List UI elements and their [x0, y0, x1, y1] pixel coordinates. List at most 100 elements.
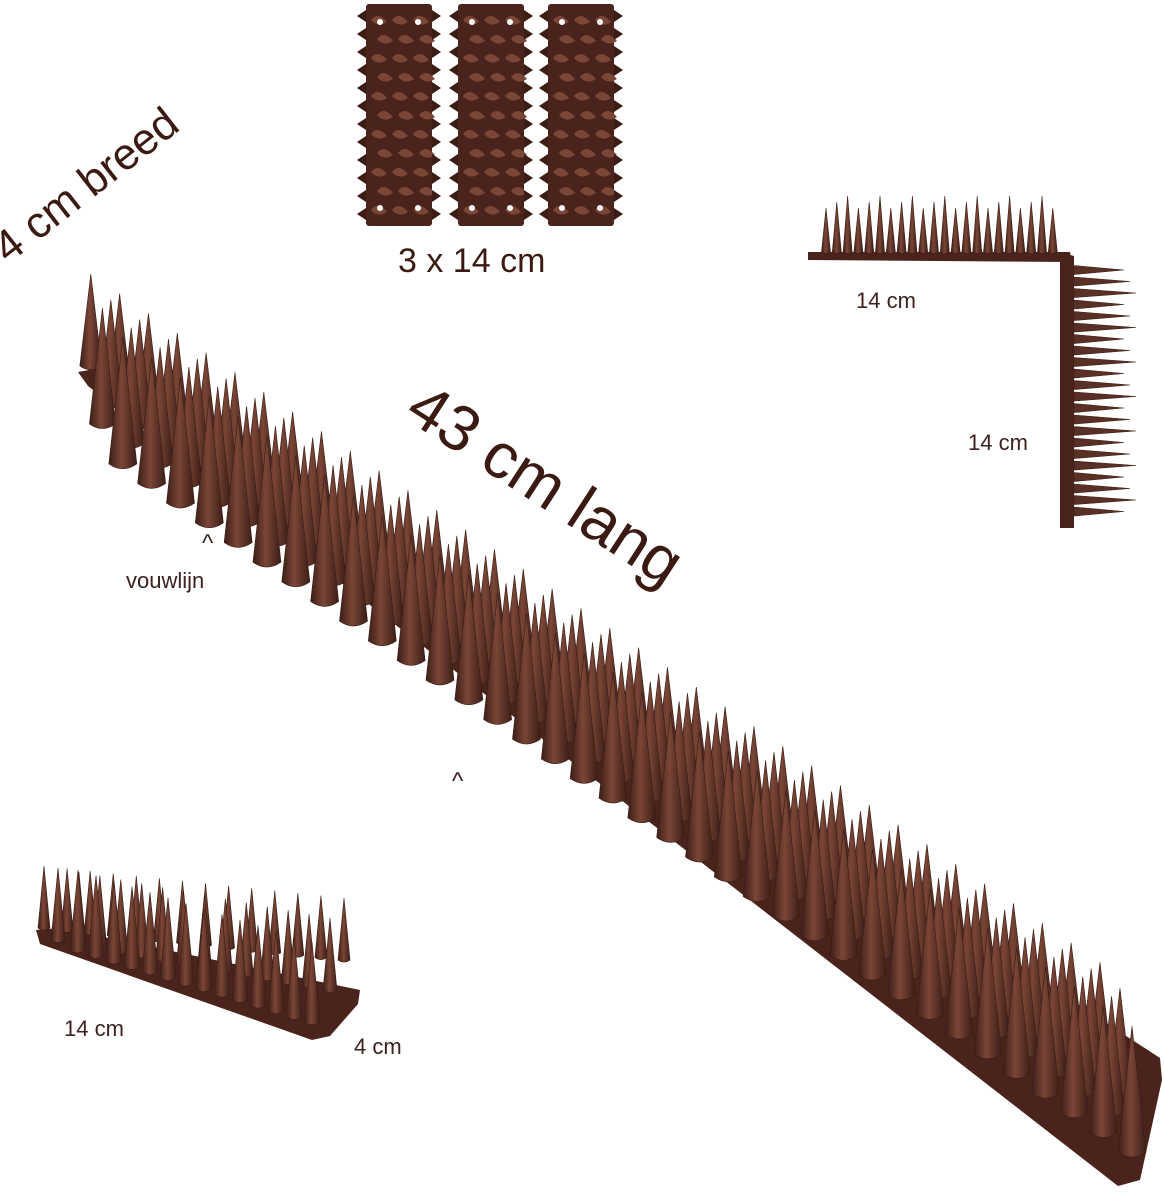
spike [973, 927, 1003, 1060]
spike [1073, 380, 1131, 390]
spike [539, 10, 548, 22]
spike [377, 148, 393, 158]
spike [413, 167, 429, 177]
spike [907, 195, 918, 254]
spike [524, 10, 533, 22]
spike [463, 53, 479, 63]
spike [166, 377, 195, 509]
spike [885, 207, 896, 254]
small-piece-spikes [37, 865, 351, 1026]
spike [1073, 414, 1131, 425]
corner-spikes-vertical [1073, 265, 1137, 517]
spike [432, 118, 441, 130]
mounting-hole [415, 19, 421, 25]
spike [524, 136, 533, 148]
spike [1073, 460, 1137, 471]
spike [559, 72, 575, 82]
spike [1073, 276, 1131, 287]
spike [231, 919, 249, 1003]
spike [432, 172, 441, 184]
spike [392, 91, 408, 101]
spike [1031, 967, 1060, 1099]
spike [357, 118, 366, 130]
corner-base-vertical [1060, 252, 1074, 528]
spike [601, 148, 617, 158]
spike [449, 100, 458, 112]
corner-spikes-horizontal [821, 195, 1058, 254]
spike [1073, 368, 1125, 379]
spike [1073, 311, 1131, 321]
spike [524, 190, 533, 202]
spike [213, 914, 231, 998]
spike [377, 186, 393, 196]
spike [1073, 449, 1131, 459]
spike [484, 167, 500, 177]
spike [357, 46, 366, 58]
top-dimension-label: 3 x 14 cm [398, 242, 546, 280]
spike [449, 208, 458, 220]
mounting-hole [507, 205, 513, 211]
spike [419, 186, 435, 196]
spike [449, 136, 458, 148]
spike [829, 829, 858, 961]
spike [469, 110, 485, 120]
spike [367, 514, 397, 647]
spike [886, 868, 916, 1001]
spike [419, 148, 435, 158]
spike [195, 908, 213, 992]
spike [454, 573, 484, 706]
spike [449, 118, 458, 130]
spike [539, 118, 548, 130]
spike [539, 190, 548, 202]
spike [69, 869, 87, 954]
spike [141, 892, 159, 976]
spike [1073, 299, 1125, 310]
corner-vertical-label: 14 cm [968, 430, 1028, 455]
spike [524, 46, 533, 58]
spike [413, 91, 429, 101]
mounting-hole [469, 19, 475, 25]
spike [574, 167, 590, 177]
spike [398, 34, 414, 44]
corner-horizontal-label: 14 cm [856, 288, 916, 313]
spike [539, 172, 548, 184]
spike [398, 148, 414, 158]
spike [371, 91, 387, 101]
spike [539, 46, 548, 58]
spike [1073, 506, 1125, 517]
spike [853, 207, 864, 254]
spike [413, 129, 429, 139]
spike [896, 201, 907, 254]
spike [614, 64, 623, 76]
mounting-hole [597, 205, 603, 211]
spike [371, 129, 387, 139]
spike [1015, 207, 1026, 254]
spike [540, 632, 570, 765]
spike [490, 72, 506, 82]
spike [419, 72, 435, 82]
spike [432, 190, 441, 202]
spike [419, 110, 435, 120]
spike [614, 136, 623, 148]
spike [598, 672, 628, 804]
spike [574, 205, 590, 215]
spike [449, 190, 458, 202]
spike [614, 190, 623, 202]
spike [601, 186, 617, 196]
spike [396, 534, 426, 666]
spike [432, 28, 441, 40]
spike [800, 809, 830, 942]
mounting-hole [415, 205, 421, 211]
spike [432, 154, 441, 166]
spike [559, 110, 575, 120]
spike [524, 28, 533, 40]
spike [177, 903, 195, 987]
spike [539, 28, 548, 40]
spike [223, 416, 253, 548]
spike [580, 148, 596, 158]
spike [831, 201, 842, 254]
mounting-hole [559, 19, 565, 25]
spike [614, 208, 623, 220]
top-strip-2 [449, 4, 533, 226]
spike [484, 129, 500, 139]
